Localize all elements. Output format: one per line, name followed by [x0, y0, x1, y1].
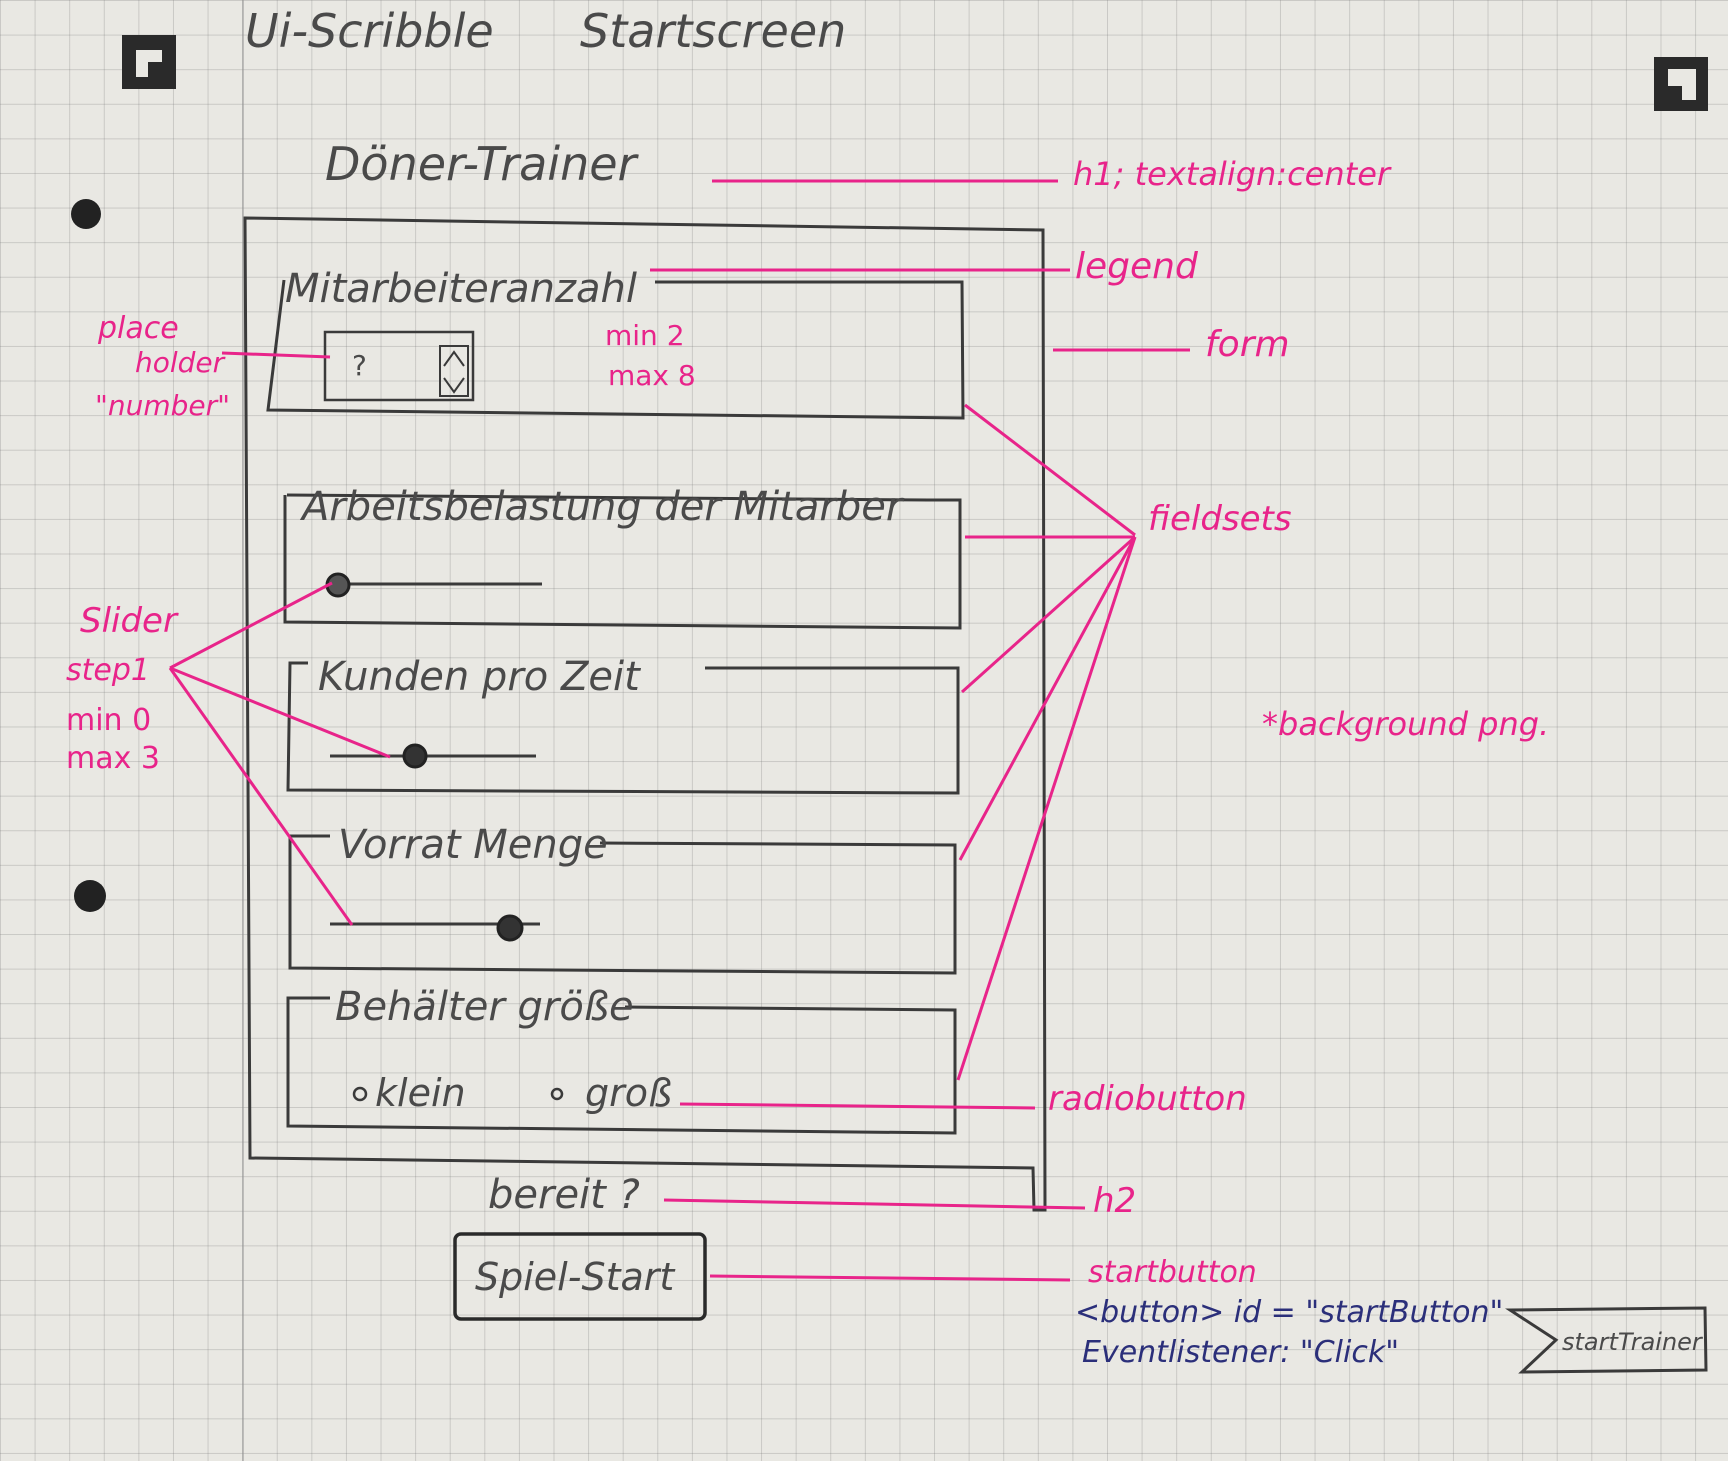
- fieldset-mitarbeiteranzahl: [266, 279, 965, 420]
- fieldset-kunden-pro-zeit: [286, 661, 960, 795]
- start-button-label: Spiel-Start: [475, 1255, 676, 1299]
- legend-kunden-pro-zeit: Kunden pro Zeit: [318, 654, 641, 700]
- radio-gross-label: groß: [585, 1071, 672, 1115]
- fieldset-vorrat-menge: [288, 834, 957, 975]
- annotation-fieldsets: fieldsets: [1148, 499, 1292, 539]
- legend-mitarbeiteranzahl: Mitarbeiteranzahl: [285, 266, 637, 312]
- legend-arbeitsbelastung: Arbeitsbelastung der Mitarber: [299, 484, 905, 530]
- legend-behaelter-groesse: Behälter größe: [335, 984, 634, 1030]
- binder-hole-top: [71, 199, 101, 229]
- annotation-slider-line3: min 0: [66, 703, 151, 738]
- start-trainer-arrow-box: [1505, 1306, 1708, 1374]
- radio-klein[interactable]: [352, 1086, 368, 1102]
- legend-vorrat-menge: Vorrat Menge: [338, 822, 608, 868]
- stock-slider-thumb[interactable]: [496, 914, 524, 942]
- annotation-start-trainer: startTrainer: [1562, 1328, 1704, 1356]
- spinner-arrows-icon[interactable]: [439, 345, 469, 397]
- binder-hole-bottom: [74, 880, 106, 912]
- fieldset-behaelter-groesse: [286, 996, 957, 1135]
- range-note-min: min 2: [605, 319, 685, 352]
- corner-marker-left: [122, 35, 176, 89]
- customers-slider-thumb[interactable]: [402, 743, 428, 769]
- range-note-max: max 8: [608, 359, 696, 392]
- page-subtitle: Startscreen: [580, 4, 846, 58]
- annotation-radiobutton: radiobutton: [1048, 1079, 1247, 1119]
- page-title: Ui-Scribble: [245, 4, 494, 58]
- annotation-placeholder-line1: place: [97, 311, 179, 346]
- employee-count-number-input[interactable]: [323, 330, 475, 402]
- app-h1-title: Döner-Trainer: [325, 137, 640, 191]
- annotation-slider-line4: max 3: [66, 741, 160, 776]
- annotation-placeholder-line3: "number": [95, 389, 230, 422]
- annotation-form: form: [1205, 324, 1290, 365]
- annotation-legend: legend: [1075, 246, 1199, 287]
- annotation-background: *background png.: [1262, 705, 1549, 743]
- ready-heading: bereit ?: [488, 1172, 640, 1218]
- corner-marker-right: [1654, 57, 1708, 111]
- start-button[interactable]: [453, 1232, 707, 1321]
- annotation-slider-line2: step1: [66, 653, 150, 688]
- number-input-placeholder: ?: [352, 349, 367, 382]
- annotation-h1: h1; textalign:center: [1073, 155, 1392, 193]
- radio-klein-label: klein: [375, 1071, 466, 1115]
- annotation-startbutton: startbutton: [1088, 1255, 1257, 1290]
- annotation-slider-line1: Slider: [80, 601, 179, 641]
- annotation-placeholder-line2: holder: [135, 346, 226, 379]
- radio-gross[interactable]: [550, 1087, 564, 1101]
- fieldset-arbeitsbelastung: [283, 493, 962, 630]
- form-container: [243, 216, 1047, 1212]
- annotation-connectors: [168, 179, 1190, 1282]
- annotation-button-code: <button> id = "startButton": [1075, 1295, 1503, 1330]
- annotation-eventlistener: Eventlistener: "Click": [1082, 1335, 1399, 1370]
- annotation-h2: h2: [1093, 1181, 1136, 1221]
